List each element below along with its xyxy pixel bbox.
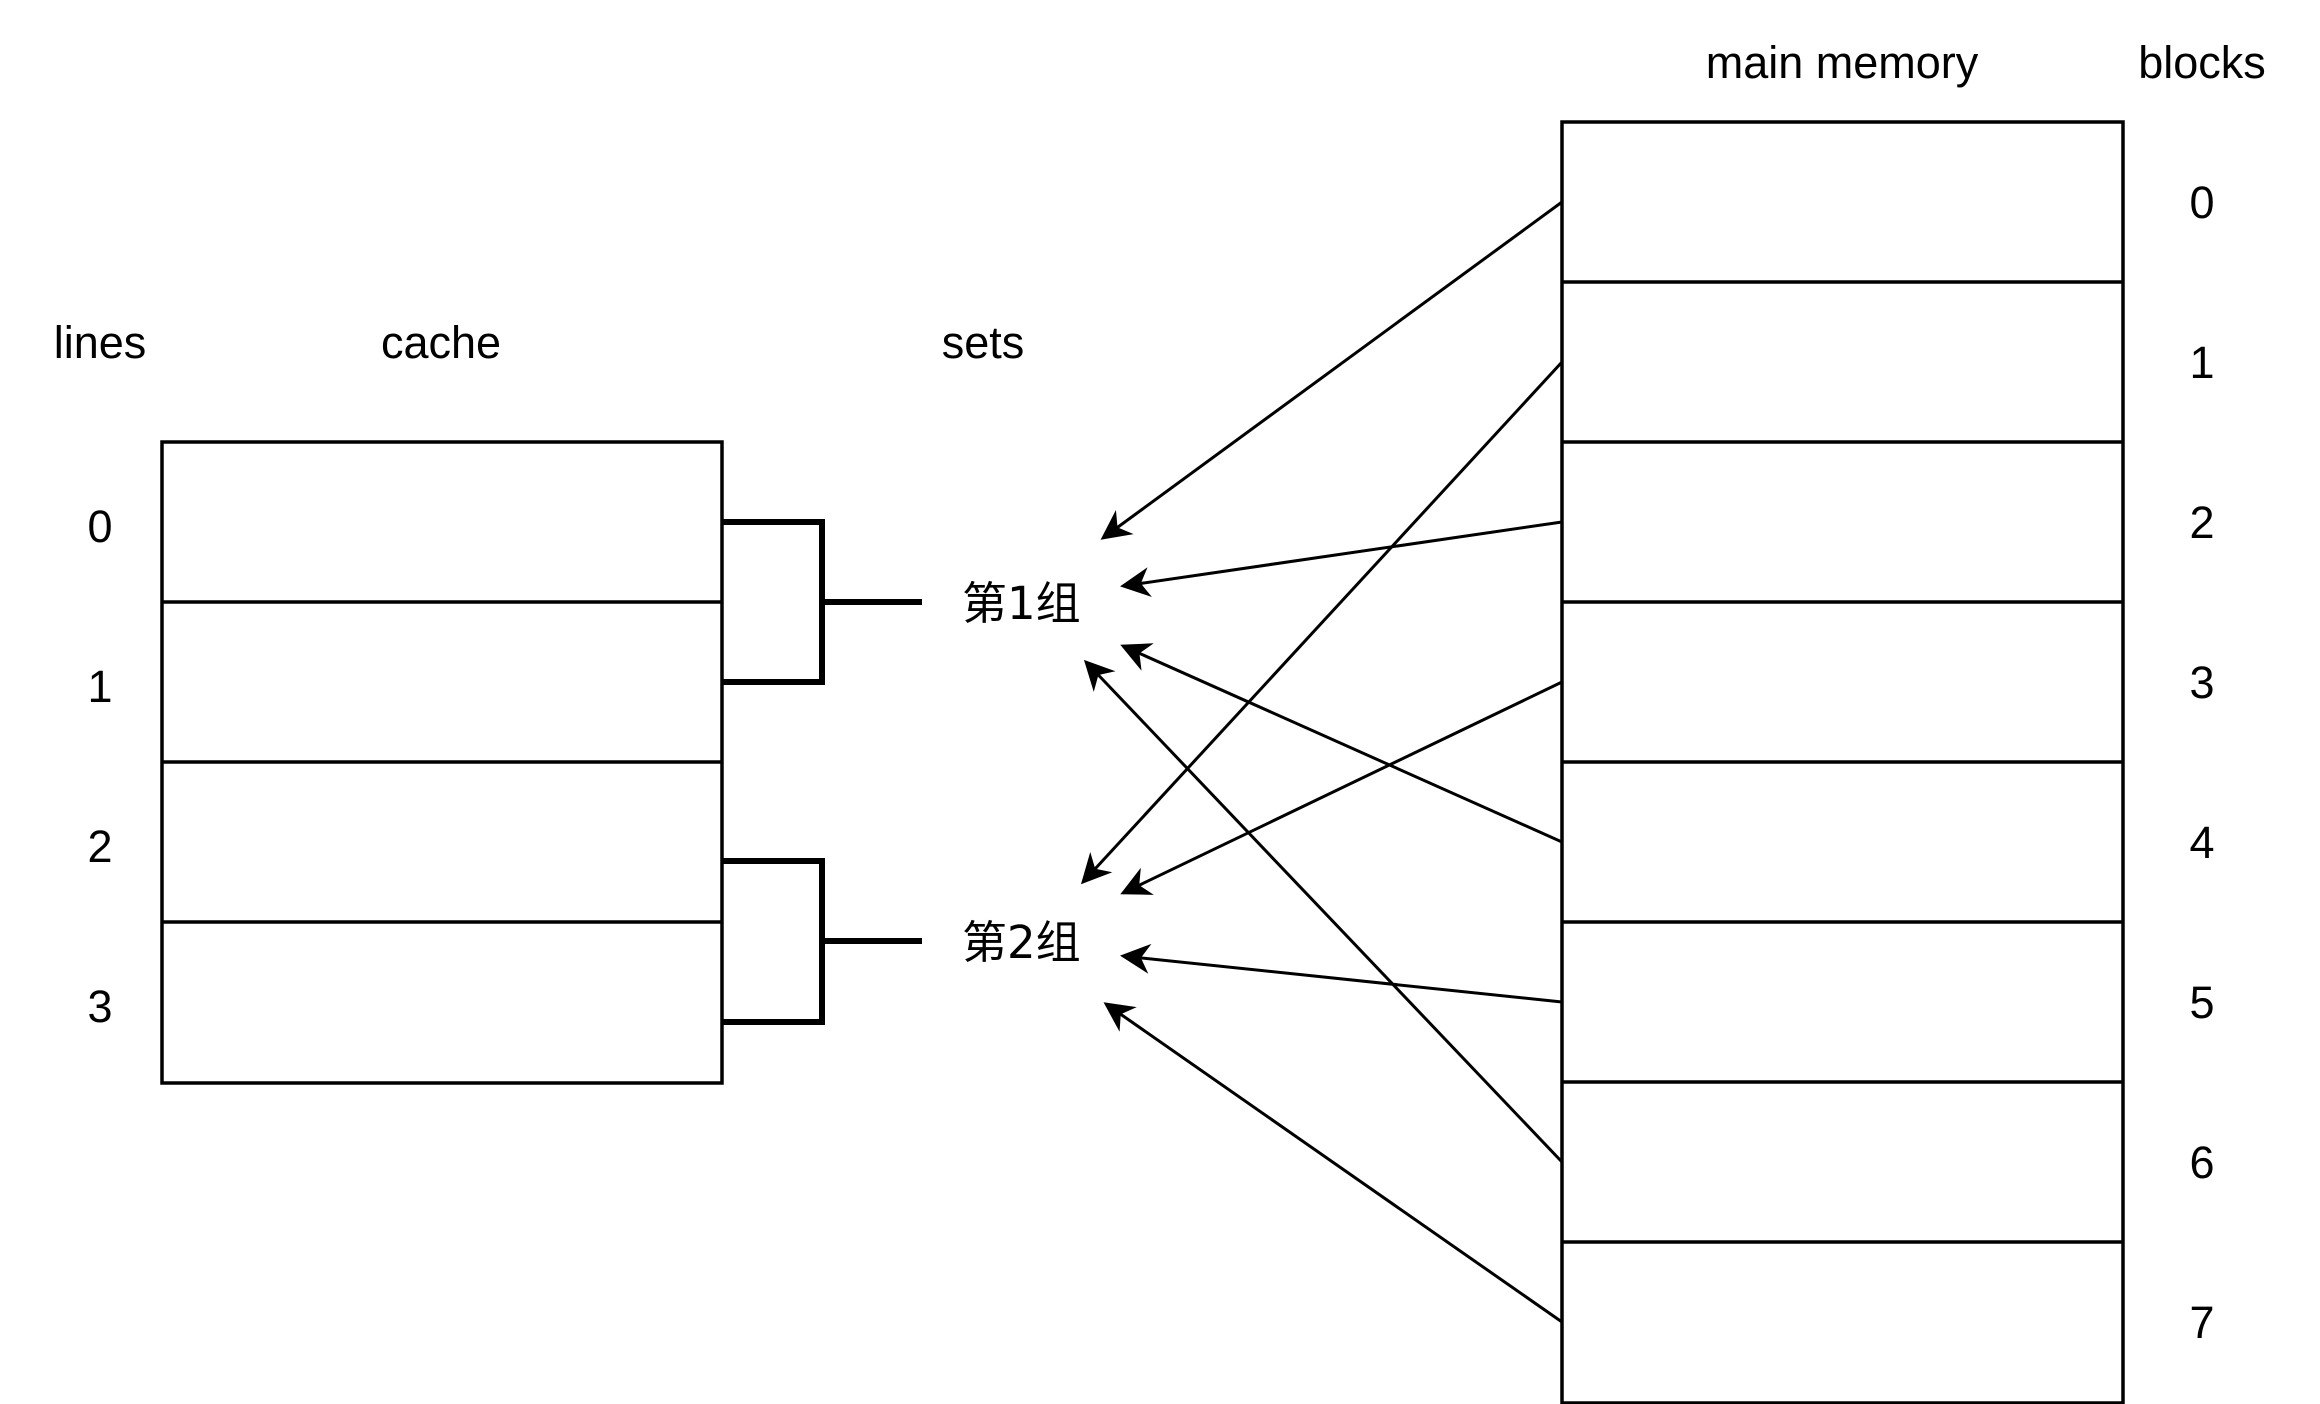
cache-line-number: 1 — [87, 661, 112, 712]
mapping-arrow-block-7 — [1103, 1002, 1563, 1324]
memory-block-number: 0 — [2189, 177, 2214, 228]
main-memory-box — [1560, 120, 2125, 1404]
cache-box — [160, 440, 724, 1085]
memory-block-number: 7 — [2189, 1297, 2214, 1348]
cache-line-number: 2 — [87, 821, 112, 872]
cache-line-number: 0 — [87, 501, 112, 552]
memory-block-number: 4 — [2189, 817, 2214, 868]
memory-block-number: 1 — [2189, 337, 2214, 388]
mapping-arrow-block-0 — [1100, 200, 1563, 540]
memory-block-number: 2 — [2189, 497, 2214, 548]
mapping-arrow-block-3 — [1120, 680, 1563, 895]
memory-block-number: 6 — [2189, 1137, 2214, 1188]
mapping-arrow-block-6 — [1083, 659, 1564, 1164]
mapping-arrow-block-2 — [1120, 520, 1563, 597]
memory-block-number: 5 — [2189, 977, 2214, 1028]
set-2-label: 第2组 — [962, 916, 1081, 969]
set-2-bracket — [722, 858, 922, 1025]
mapping-arrow-block-5 — [1120, 943, 1563, 1004]
set-1-label: 第1组 — [962, 577, 1081, 630]
mapping-arrows — [1080, 200, 1564, 1324]
sets-header: sets — [942, 317, 1025, 368]
set-1-bracket — [722, 519, 922, 685]
main-memory-header: main memory — [1706, 37, 1979, 88]
mapping-arrow-block-1 — [1080, 360, 1564, 885]
cache-header: cache — [381, 317, 501, 368]
memory-block-number: 3 — [2189, 657, 2214, 708]
lines-header: lines — [54, 317, 147, 368]
mapping-arrow-block-4 — [1120, 643, 1563, 844]
cache-line-number: 3 — [87, 981, 112, 1032]
blocks-header: blocks — [2138, 37, 2266, 88]
